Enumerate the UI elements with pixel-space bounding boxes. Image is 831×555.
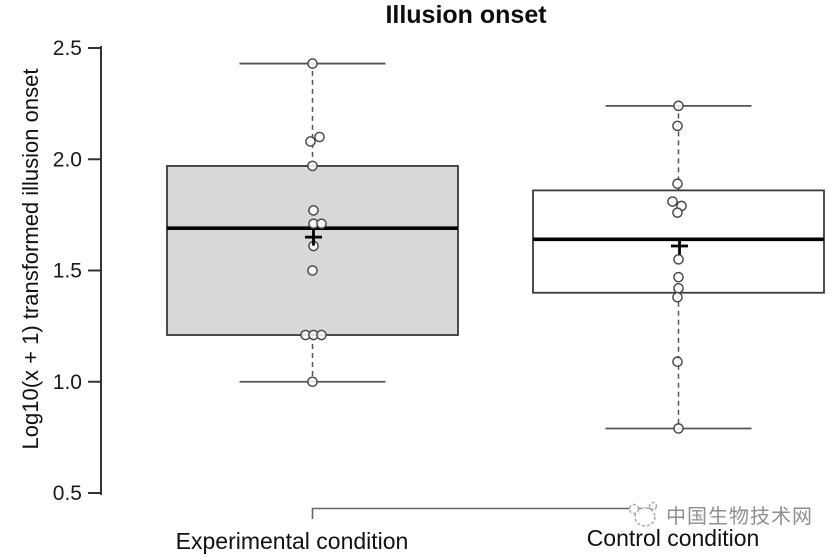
x-category-label-control: Control condition — [586, 525, 760, 551]
comparison-bracket — [311, 507, 656, 519]
data-point-experimental — [307, 58, 318, 69]
data-point-control — [673, 100, 684, 112]
y-tick-label: 1.0 — [53, 371, 82, 394]
data-point-experimental — [316, 218, 327, 230]
data-point-experimental — [305, 136, 316, 147]
x-category-label-experimental: Experimental condition — [175, 528, 409, 554]
chart-title: Illusion onset — [385, 1, 547, 29]
data-point-experimental — [316, 329, 327, 341]
y-tick-label: 1.5 — [53, 260, 82, 283]
data-point-control — [673, 423, 684, 434]
watermark-logo-icon — [628, 501, 658, 527]
watermark: 中国生物技术网 — [624, 499, 813, 529]
data-point-control — [672, 207, 683, 218]
data-point-control — [673, 282, 684, 294]
data-point-control — [672, 291, 683, 303]
y-axis-label: Log10(x + 1) transformed illusion onset — [18, 68, 43, 450]
data-point-experimental — [307, 160, 318, 172]
data-point-experimental — [307, 376, 318, 388]
data-point-control — [672, 356, 683, 368]
data-point-control — [672, 178, 683, 190]
data-point-control — [673, 271, 684, 283]
data-point-experimental — [314, 131, 325, 143]
data-point-control — [673, 254, 684, 265]
y-tick-label: 2.0 — [53, 148, 82, 171]
data-point-experimental — [308, 205, 319, 216]
data-point-experimental — [307, 265, 318, 276]
y-tick-label: 2.5 — [53, 37, 82, 60]
y-tick-label: 0.5 — [53, 482, 82, 505]
data-point-control — [672, 120, 683, 132]
data-point-control — [667, 196, 678, 207]
watermark-text: 中国生物技术网 — [666, 505, 813, 528]
